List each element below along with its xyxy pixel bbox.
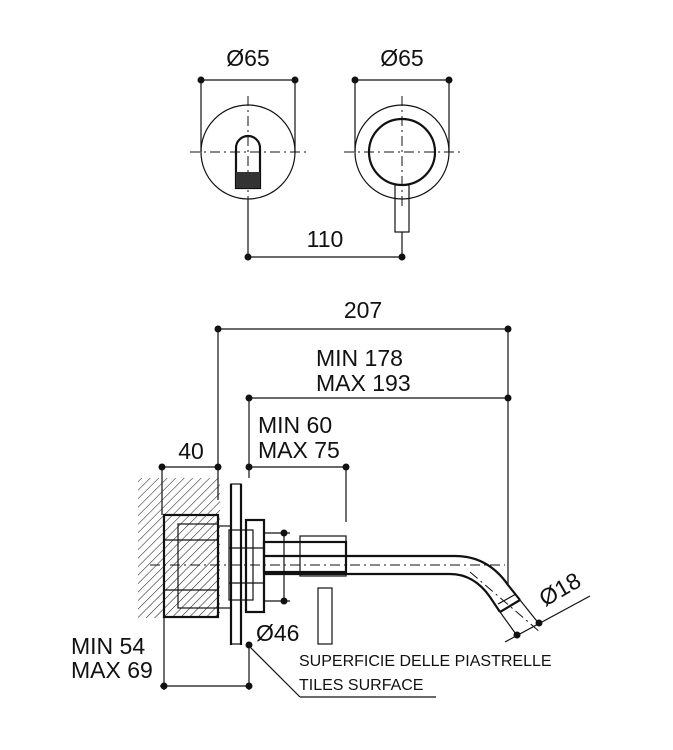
handle-offset-max: MAX 75 (258, 437, 340, 463)
dimension-handle-offset: MIN 60 MAX 75 (245, 412, 350, 522)
spout-rosette-top (190, 96, 306, 206)
dimension-left-diameter: Ø65 (197, 45, 299, 152)
wall-hatching (138, 478, 220, 618)
valve-body (162, 513, 232, 619)
right-diameter-label: Ø65 (380, 45, 423, 71)
handle-rosette-top (344, 96, 460, 233)
spout-length-min: MIN 178 (316, 345, 403, 371)
embed-depth-max: MAX 69 (71, 657, 153, 683)
dimension-overall-length: 207 (214, 297, 512, 585)
dimension-right-diameter: Ø65 (351, 45, 453, 152)
tiles-surface-callout: SUPERFICIE DELLE PIASTRELLE TILES SURFAC… (250, 647, 552, 698)
embed-depth-min: MIN 54 (71, 633, 145, 659)
plate-diameter-label: Ø46 (256, 620, 299, 646)
overall-length-label: 207 (344, 297, 382, 323)
aerator-icon (236, 172, 260, 188)
spout-length-max: MAX 193 (316, 370, 411, 396)
spout-diameter-label: Ø18 (535, 567, 586, 611)
spout (264, 554, 521, 613)
tiles-surface-label-it: SUPERFICIE DELLE PIASTRELLE (299, 653, 552, 670)
dimension-spacing: 110 (244, 200, 406, 261)
rosette-plate (228, 518, 266, 614)
dimension-embed-depth: MIN 54 MAX 69 (71, 617, 253, 690)
tiles-surface-label-en: TILES SURFACE (299, 677, 423, 694)
handle-offset-min: MIN 60 (258, 412, 332, 438)
spacing-label: 110 (307, 226, 344, 252)
dimension-body-depth: 40 (158, 438, 222, 515)
body-depth-label: 40 (178, 438, 204, 464)
dimension-spout-length: MIN 178 MAX 193 (245, 345, 512, 478)
tile-layer (230, 483, 242, 645)
side-view: 207 MIN 178 MAX 193 MIN 60 MAX 75 40 (71, 297, 591, 698)
top-view: Ø65 Ø65 110 (190, 45, 460, 261)
left-diameter-label: Ø65 (226, 45, 269, 71)
dimension-plate-diameter: Ø46 (256, 529, 299, 646)
